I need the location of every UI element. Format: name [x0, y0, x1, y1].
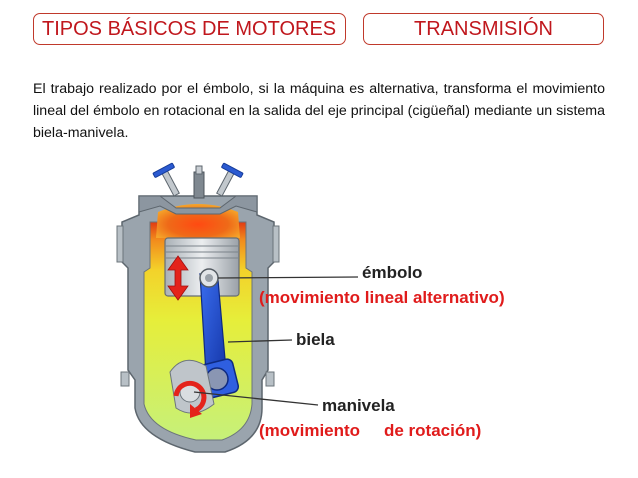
intro-paragraph: El trabajo realizado por el émbolo, si l…: [33, 81, 605, 141]
label-crank: manivela: [322, 396, 395, 415]
section-title-box: TRANSMISIÓN: [363, 13, 604, 45]
label-crank-motion-1: (movimiento: [259, 421, 361, 440]
topic-title: TIPOS BÁSICOS DE MOTORES: [42, 17, 337, 40]
label-crank-motion-2: de rotación): [384, 421, 482, 440]
leader-lines: [193, 276, 359, 406]
topic-title-box: TIPOS BÁSICOS DE MOTORES: [33, 13, 346, 45]
section-title: TRANSMISIÓN: [414, 17, 553, 40]
label-piston: émbolo: [362, 263, 423, 282]
label-rod: biela: [296, 330, 335, 349]
up-down-arrow-icon: [167, 255, 189, 301]
label-piston-motion: (movimiento lineal alternativo): [259, 288, 505, 307]
valves: [152, 162, 244, 199]
rotation-arrow-icon: [173, 380, 207, 418]
